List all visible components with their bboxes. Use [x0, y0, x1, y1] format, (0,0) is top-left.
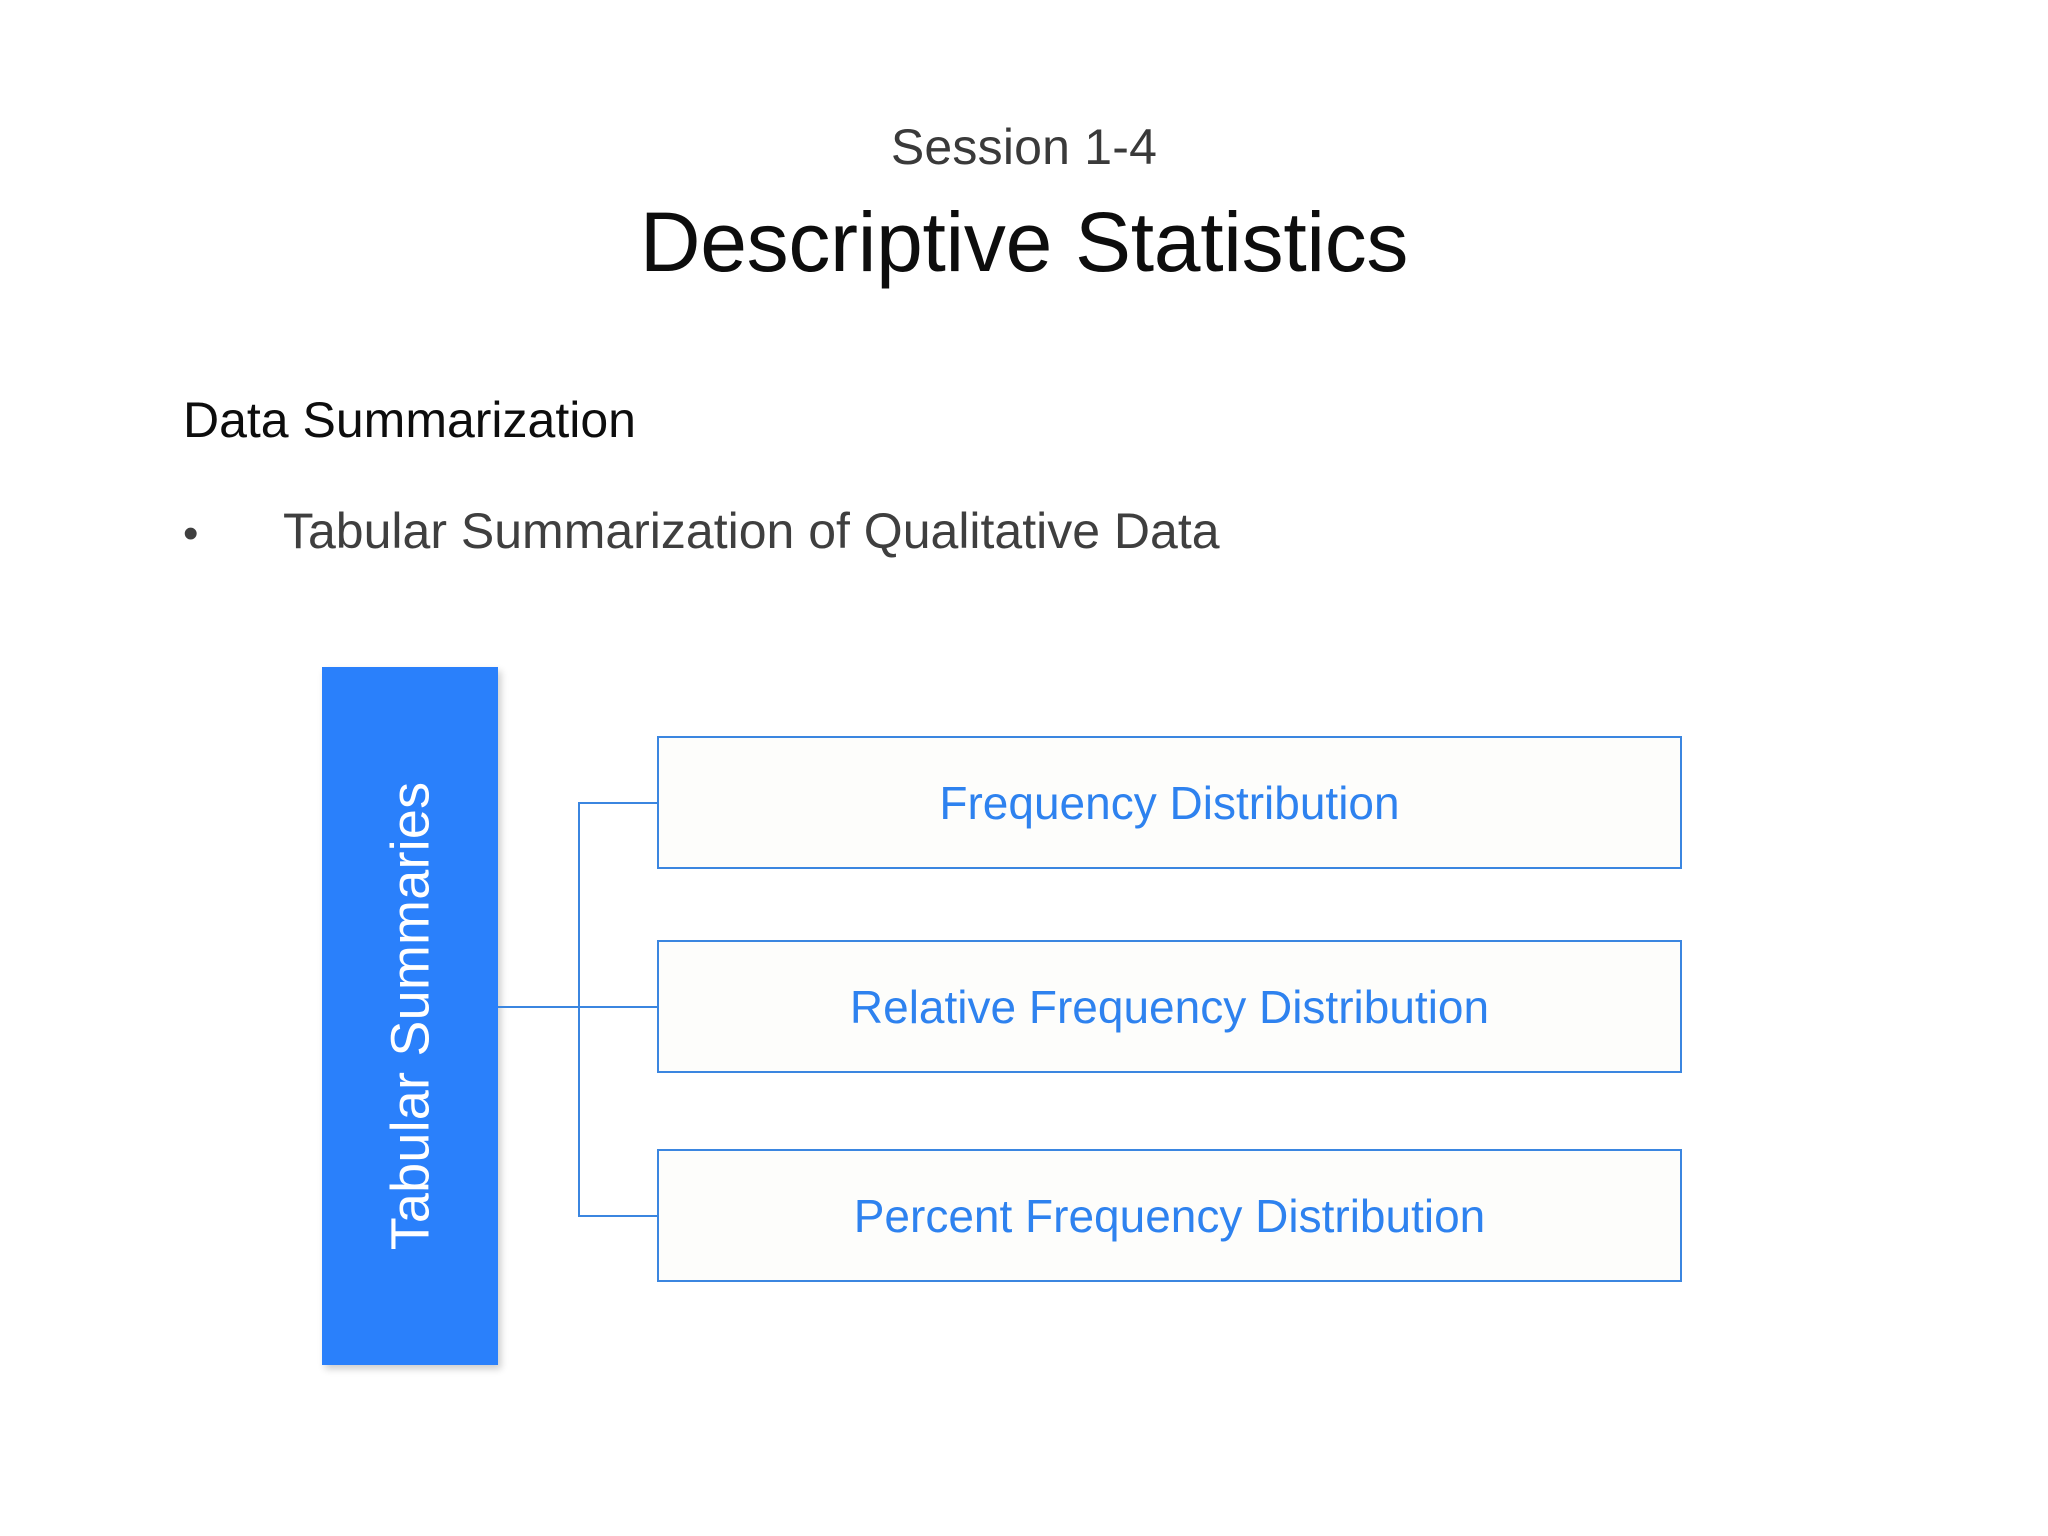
connector-branch-1 [578, 802, 658, 804]
diagram-node-label: Relative Frequency Distribution [849, 980, 1490, 1033]
connector-branch-2 [578, 1006, 658, 1008]
session-label: Session 1-4 [890, 119, 1158, 175]
connector-root-stem [498, 1006, 578, 1008]
connector-branch-3 [578, 1215, 658, 1217]
diagram-node-relative-frequency-distribution[interactable]: Relative Frequency Distribution [657, 940, 1682, 1073]
diagram-node-frequency-distribution[interactable]: Frequency Distribution [657, 736, 1682, 869]
bullet-item-label: Tabular Summarization of Qualitative Dat… [283, 503, 1220, 559]
bullet-item: • Tabular Summarization of Qualitative D… [183, 506, 1220, 556]
diagram-root-label: Tabular Summaries [380, 781, 441, 1251]
section-heading: Data Summarization [183, 392, 636, 448]
diagram-node-label: Percent Frequency Distribution [853, 1189, 1486, 1242]
connector-vertical-trunk [578, 802, 580, 1216]
page-title: Descriptive Statistics [639, 195, 1409, 289]
bullet-point-icon: • [183, 509, 199, 558]
diagram-root-node[interactable]: Tabular Summaries [322, 667, 498, 1365]
diagram-node-label: Frequency Distribution [939, 776, 1400, 829]
diagram-node-percent-frequency-distribution[interactable]: Percent Frequency Distribution [657, 1149, 1682, 1282]
